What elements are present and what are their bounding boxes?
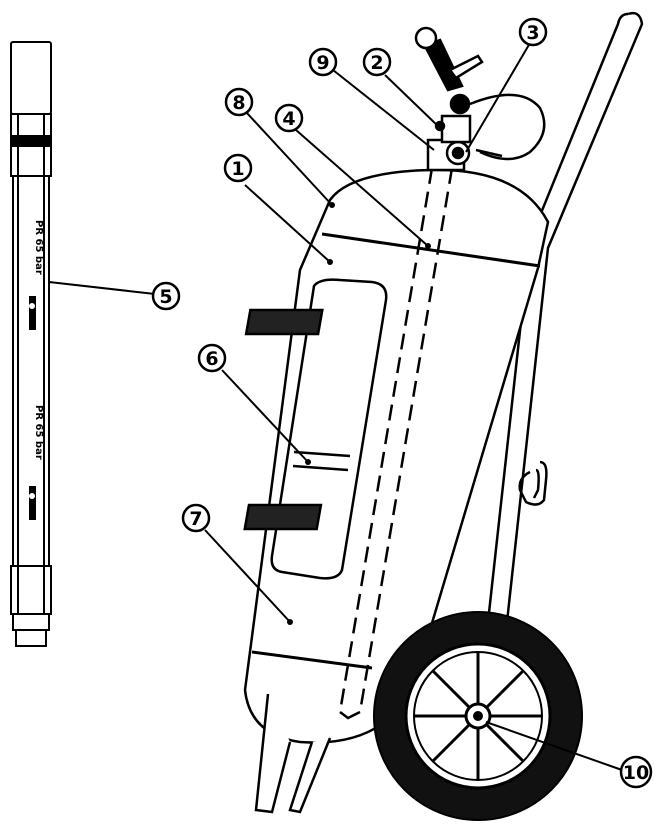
hose-brand-logo-upper xyxy=(29,296,36,330)
callout-9-label: 9 xyxy=(316,52,329,74)
safety-pin xyxy=(434,93,546,161)
callout-10: 10 xyxy=(619,755,653,789)
callout-1-label: 1 xyxy=(231,158,244,180)
hose-rating-upper: PR 65 bar xyxy=(33,220,44,275)
callout-2-label: 2 xyxy=(370,52,383,74)
hose-nozzle xyxy=(10,41,52,115)
callout-5: 5 xyxy=(151,281,181,311)
callout-7-label: 7 xyxy=(189,508,202,530)
callout-3-label: 3 xyxy=(526,22,539,44)
cylinder-stand xyxy=(254,693,332,814)
callout-6-label: 6 xyxy=(205,348,218,370)
valve-lever xyxy=(414,26,484,92)
callout-8: 8 xyxy=(224,87,254,117)
callout-7: 7 xyxy=(181,503,211,533)
callout-9: 9 xyxy=(308,47,338,77)
cylinder-body xyxy=(243,168,550,744)
callout-10-label: 10 xyxy=(623,762,649,784)
callout-8-label: 8 xyxy=(232,92,245,114)
siphon-tube xyxy=(338,167,454,713)
wheel xyxy=(373,611,583,821)
valve-head xyxy=(426,114,472,172)
leader-lines xyxy=(48,42,623,771)
callout-2: 2 xyxy=(362,47,392,77)
leader-dots xyxy=(287,202,431,625)
callout-1: 1 xyxy=(223,153,253,183)
label-area xyxy=(270,278,388,580)
label-band-lower xyxy=(243,503,323,531)
hose-brand-logo-lower xyxy=(29,486,36,520)
label-band-upper xyxy=(244,308,324,336)
callout-4-label: 4 xyxy=(282,108,295,130)
callout-5-label: 5 xyxy=(159,286,172,308)
callout-3: 3 xyxy=(518,17,548,47)
hose-rating-lower: PR 65 bar xyxy=(33,405,44,460)
pressure-gauge xyxy=(449,93,471,115)
callout-6: 6 xyxy=(197,343,227,373)
callout-4: 4 xyxy=(274,103,304,133)
discharge-hose xyxy=(10,41,52,647)
hose-print: PR 65 bar PR 65 bar xyxy=(29,220,44,520)
